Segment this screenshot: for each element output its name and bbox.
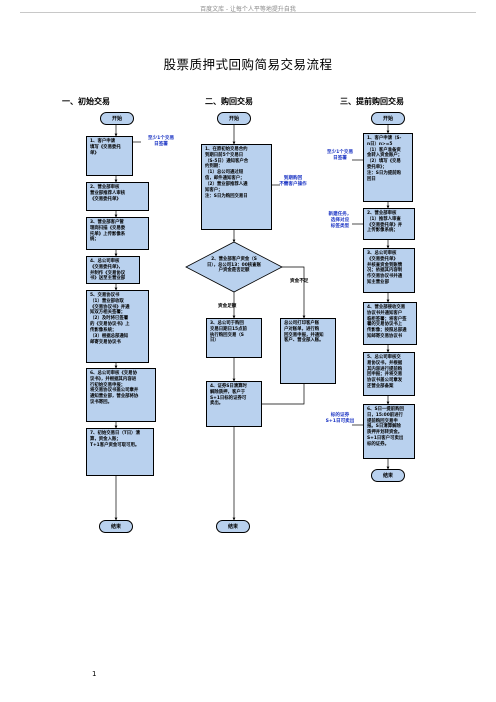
initial-step-5-box: 5、交易协议书（1）营业部收取《交易协议书》并通知双方相关签署；（2）及时将已签… [86, 290, 149, 363]
section-repurchase-heading: 二、购回交易 [205, 97, 253, 106]
initial-step-7-box: 7、初始交易日（T日）清算，资金入账；T+1客户资金可取可用。 [86, 428, 154, 476]
early-step-3-box: 3、总公司审核《交易委托单》并核查资金到账情况；依据其内容制作交易协议书并通知主… [363, 248, 415, 293]
section-initial-heading: 一、初始交易 [62, 97, 110, 106]
initial-start-node: 开始 [100, 112, 134, 125]
initial-step-1-box: 1、客户申请填写《交易委托单》 [86, 136, 133, 176]
early-sign-note: 至少1个交易日签署 [326, 150, 354, 161]
early-step-6-box: 6、S日一提前购回日，15:00前进行提前购回交易申报。S日清算解除质押并划转资… [363, 404, 415, 459]
repurchase-step-1-box: 1、在原初始交易合约到期日前5个交易日（S-5日）通知客户合约到期：（1）总公司… [201, 144, 272, 230]
section-early-heading: 三、提前购回交易 [340, 97, 404, 106]
initial-step-4-box: 4、总公司审核《交易委托单》，并制作《交易协议书》送至主营业部 [86, 256, 140, 284]
repurchase-end-node: 结束 [216, 520, 250, 533]
repurchase-start-node: 开始 [217, 112, 251, 125]
page-title: 股票质押式回购简易交易流程 [163, 57, 333, 72]
page-number: 1 [92, 670, 97, 678]
repurchase-settle-box: 总公司打印客户账户对账单，进行购回交易申报，并通知客户、营业部入账。 [280, 318, 336, 384]
early-end-node: 结束 [371, 469, 405, 482]
funds-sufficient-label: 资金足额 [218, 304, 237, 309]
early-step-2-box: 2、营业部审核（1）推荐人审查《交易委托单》并上传影像系统； [363, 208, 415, 240]
early-start-node: 开始 [371, 112, 405, 125]
initial-step-3-box: 3、营业部客户管理岗扫描《交易委托单》上传影像系统； [86, 217, 149, 250]
initial-step-2-box: 2、营业部审核营业部推荐人审核《交易委托单》 [86, 182, 149, 211]
early-step-4-box: 4、营业部接收交易协议书并通知客户临柜签署；将客户签署的交易协议书上传影像；按照… [363, 302, 417, 345]
early-step-5-box: 5、总公司审核交易协议书，并根据其内容进行提前购回申报；并将交易协议书盖公司章发… [363, 352, 415, 396]
header-rule [20, 12, 476, 13]
page-header: 百度文库 - 让每个人平等地提升自我 [200, 6, 296, 13]
initial-sign-note: 至少1个交易日签署 [147, 136, 175, 147]
initial-end-node: 结束 [99, 520, 133, 533]
early-step-1-box: 1、客户申请（S-n日）n>=5（1）客户准备资金转入资金账户；（2）填写《交易… [363, 133, 413, 202]
initial-step-6-box: 6、总公司审核《交易协议书》，并根据其内容进行初始交易申报；将交易协议书盖公司章… [86, 368, 156, 422]
early-task-note: 新建任务，选择对应标签类型 [328, 212, 352, 229]
repurchase-auto-note: 到期购回不需客户操作 [279, 176, 307, 187]
funds-check-diamond [185, 241, 283, 293]
funds-insufficient-label: 资金不足 [290, 279, 309, 284]
